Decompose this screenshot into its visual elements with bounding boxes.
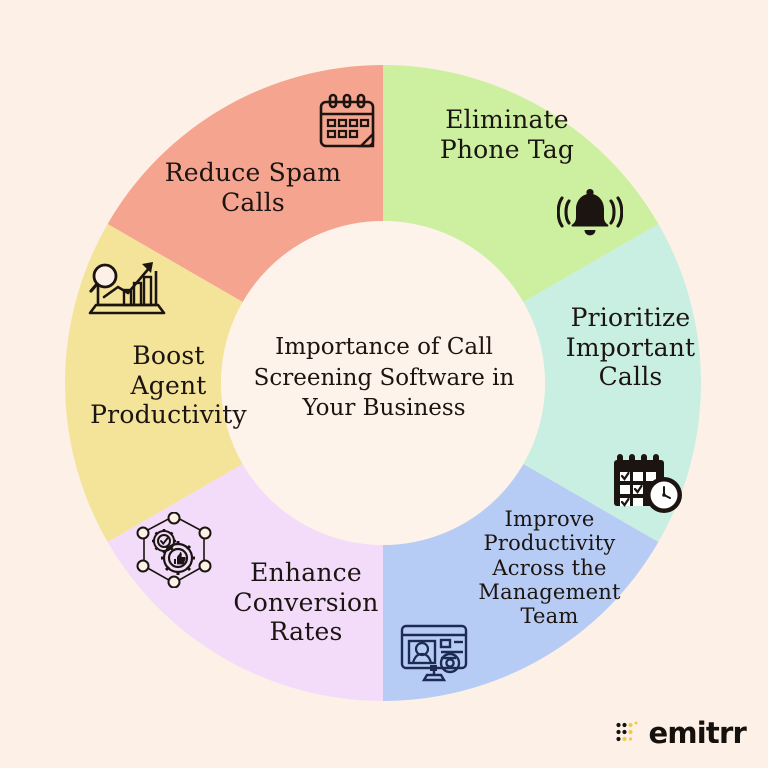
gears-network-icon <box>130 512 218 588</box>
donut-segment-boost-agent-productivity[interactable] <box>64 224 243 542</box>
calendar-icon <box>316 92 378 150</box>
chart-center-title: Importance of Call Screening Software in… <box>253 334 515 422</box>
brand-logo[interactable]: emitrr <box>615 716 747 750</box>
donut-segment-eliminate-phone-tag[interactable] <box>383 65 659 302</box>
donut-center-hole <box>221 221 545 545</box>
donut-segment-reduce-spam[interactable] <box>107 65 383 302</box>
emitrr-mark-icon <box>615 721 637 742</box>
bell-icon <box>557 185 623 239</box>
growth-chart-icon <box>86 255 168 321</box>
calendar-clock-icon <box>612 450 684 514</box>
brand-name: emitrr <box>648 716 747 750</box>
monitor-user-gear-icon <box>398 622 470 684</box>
donut-segment-improve-productivity[interactable] <box>383 464 659 701</box>
